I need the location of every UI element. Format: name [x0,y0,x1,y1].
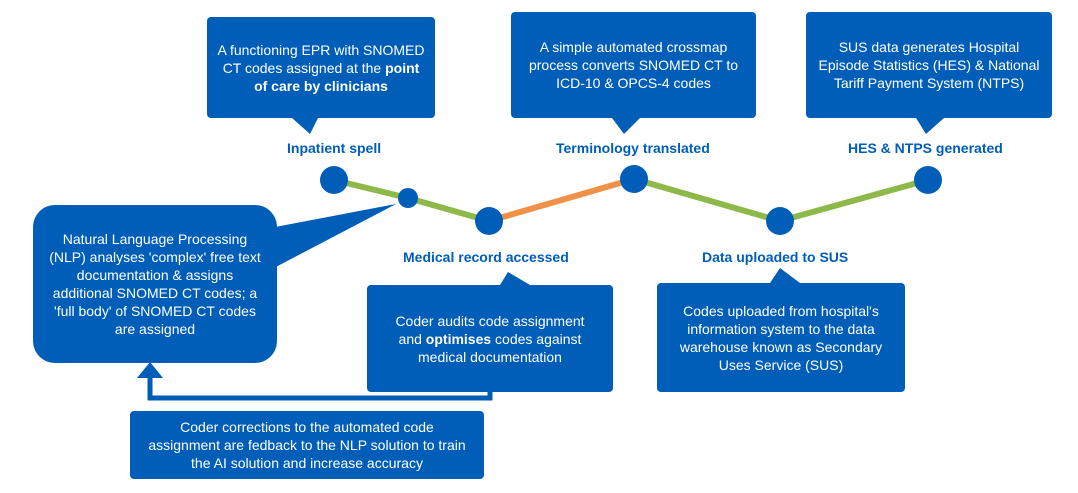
step-label-hes-ntps: HES & NTPS generated [848,140,1003,156]
feedback-arrow-line [147,378,493,401]
node-hes-ntps [914,166,942,194]
epr-box-text: A functioning EPR with SNOMED CT codes a… [217,41,425,95]
coder-audit-box: Coder audits code assignment and optimis… [367,285,613,392]
coder-corrections-box-text: Coder corrections to the automated code … [148,419,466,471]
coder-audit-box-text: Coder audits code assignment and optimis… [383,312,597,366]
step-label-terminology-translated: Terminology translated [556,140,710,156]
coder-audit-text-plain-1: Coder audits code assignment and [395,312,585,347]
node-data-uploaded [766,207,794,235]
coder-corrections-box: Coder corrections to the automated code … [130,411,484,479]
node-medical-record-accessed [475,207,503,235]
feedback-arrowhead [137,362,163,378]
sus-data-box: SUS data generates Hospital Episode Stat… [806,12,1052,118]
nlp-box: Natural Language Processing (NLP) analys… [33,205,277,363]
codes-uploaded-box-pointer [770,268,800,283]
crossmap-box: A simple automated crossmap process conv… [511,12,756,118]
coder-audit-text-bold: optimises [425,330,492,347]
step-label-inpatient-spell: Inpatient spell [287,140,382,156]
nlp-box-pointer [270,204,396,270]
process-line-segment-5 [779,177,929,224]
process-line-segment-4 [633,176,781,224]
epr-box: A functioning EPR with SNOMED CT codes a… [207,17,435,118]
process-line-segment-3 [488,176,635,224]
epr-box-pointer [292,118,318,134]
step-label-medical-record-accessed: Medical record accessed [403,249,569,265]
sus-data-box-text: SUS data generates Hospital Episode Stat… [818,39,1040,91]
codes-uploaded-box-text: Codes uploaded from hospital's informati… [679,302,883,373]
process-line-segment-2 [407,195,490,224]
crossmap-box-text: A simple automated crossmap process conv… [528,39,739,91]
coder-audit-box-pointer [500,272,530,285]
node-inpatient-spell [320,166,348,194]
crossmap-box-pointer [612,118,640,134]
epr-text-bold: point of care by clinicians [254,59,420,94]
nlp-box-text: Natural Language Processing (NLP) analys… [49,231,261,337]
node-nlp [398,188,418,208]
step-label-data-uploaded: Data uploaded to SUS [702,249,849,265]
epr-text-plain: A functioning EPR with SNOMED CT codes a… [217,41,425,76]
codes-uploaded-box: Codes uploaded from hospital's informati… [657,283,905,392]
coder-audit-text-plain-2: codes against medical documentation [418,330,582,365]
sus-data-box-pointer [916,118,944,134]
node-terminology-translated [620,165,648,193]
